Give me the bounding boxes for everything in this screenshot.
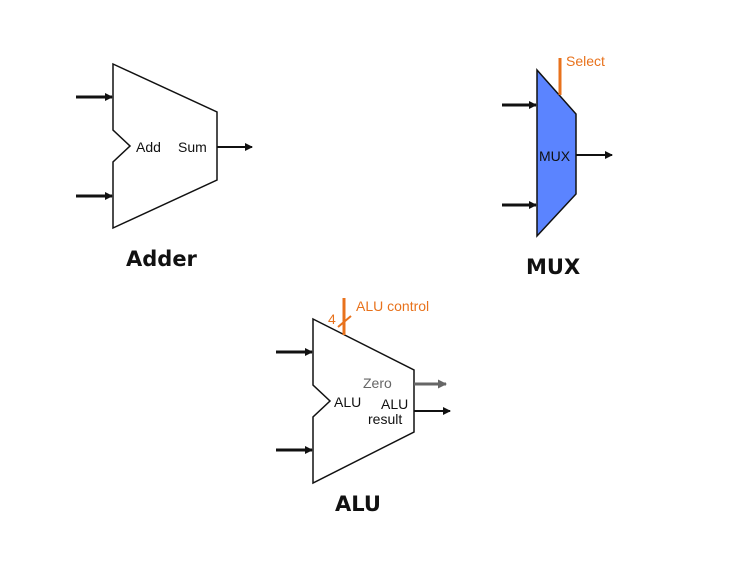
adder-sum-label: Sum: [178, 139, 207, 155]
alu-inside-label: ALU: [334, 394, 361, 410]
adder-caption: Adder: [126, 247, 198, 271]
alu-component: 4 ALU control Zero ALU ALU result ALU: [276, 298, 451, 516]
alu-zero-label: Zero: [363, 375, 392, 391]
alu-caption: ALU: [335, 492, 381, 516]
mux-select-label: Select: [566, 53, 605, 69]
alu-result-label-line1: ALU: [381, 396, 408, 412]
alu-result-label-line2: result: [368, 411, 402, 427]
alu-control-label: ALU control: [356, 298, 429, 314]
adder-add-label: Add: [136, 139, 161, 155]
alu-body: [312, 317, 415, 485]
mux-component: Select MUX MUX: [502, 53, 613, 279]
adder-component: Add Sum Adder: [76, 62, 253, 271]
alu-bus-width-label: 4: [328, 311, 336, 327]
alu-bus-width-slash: [337, 315, 352, 328]
adder-body: [112, 62, 218, 230]
mux-caption: MUX: [526, 255, 580, 279]
mux-inside-label: MUX: [539, 148, 571, 164]
mux-body: [536, 68, 577, 238]
